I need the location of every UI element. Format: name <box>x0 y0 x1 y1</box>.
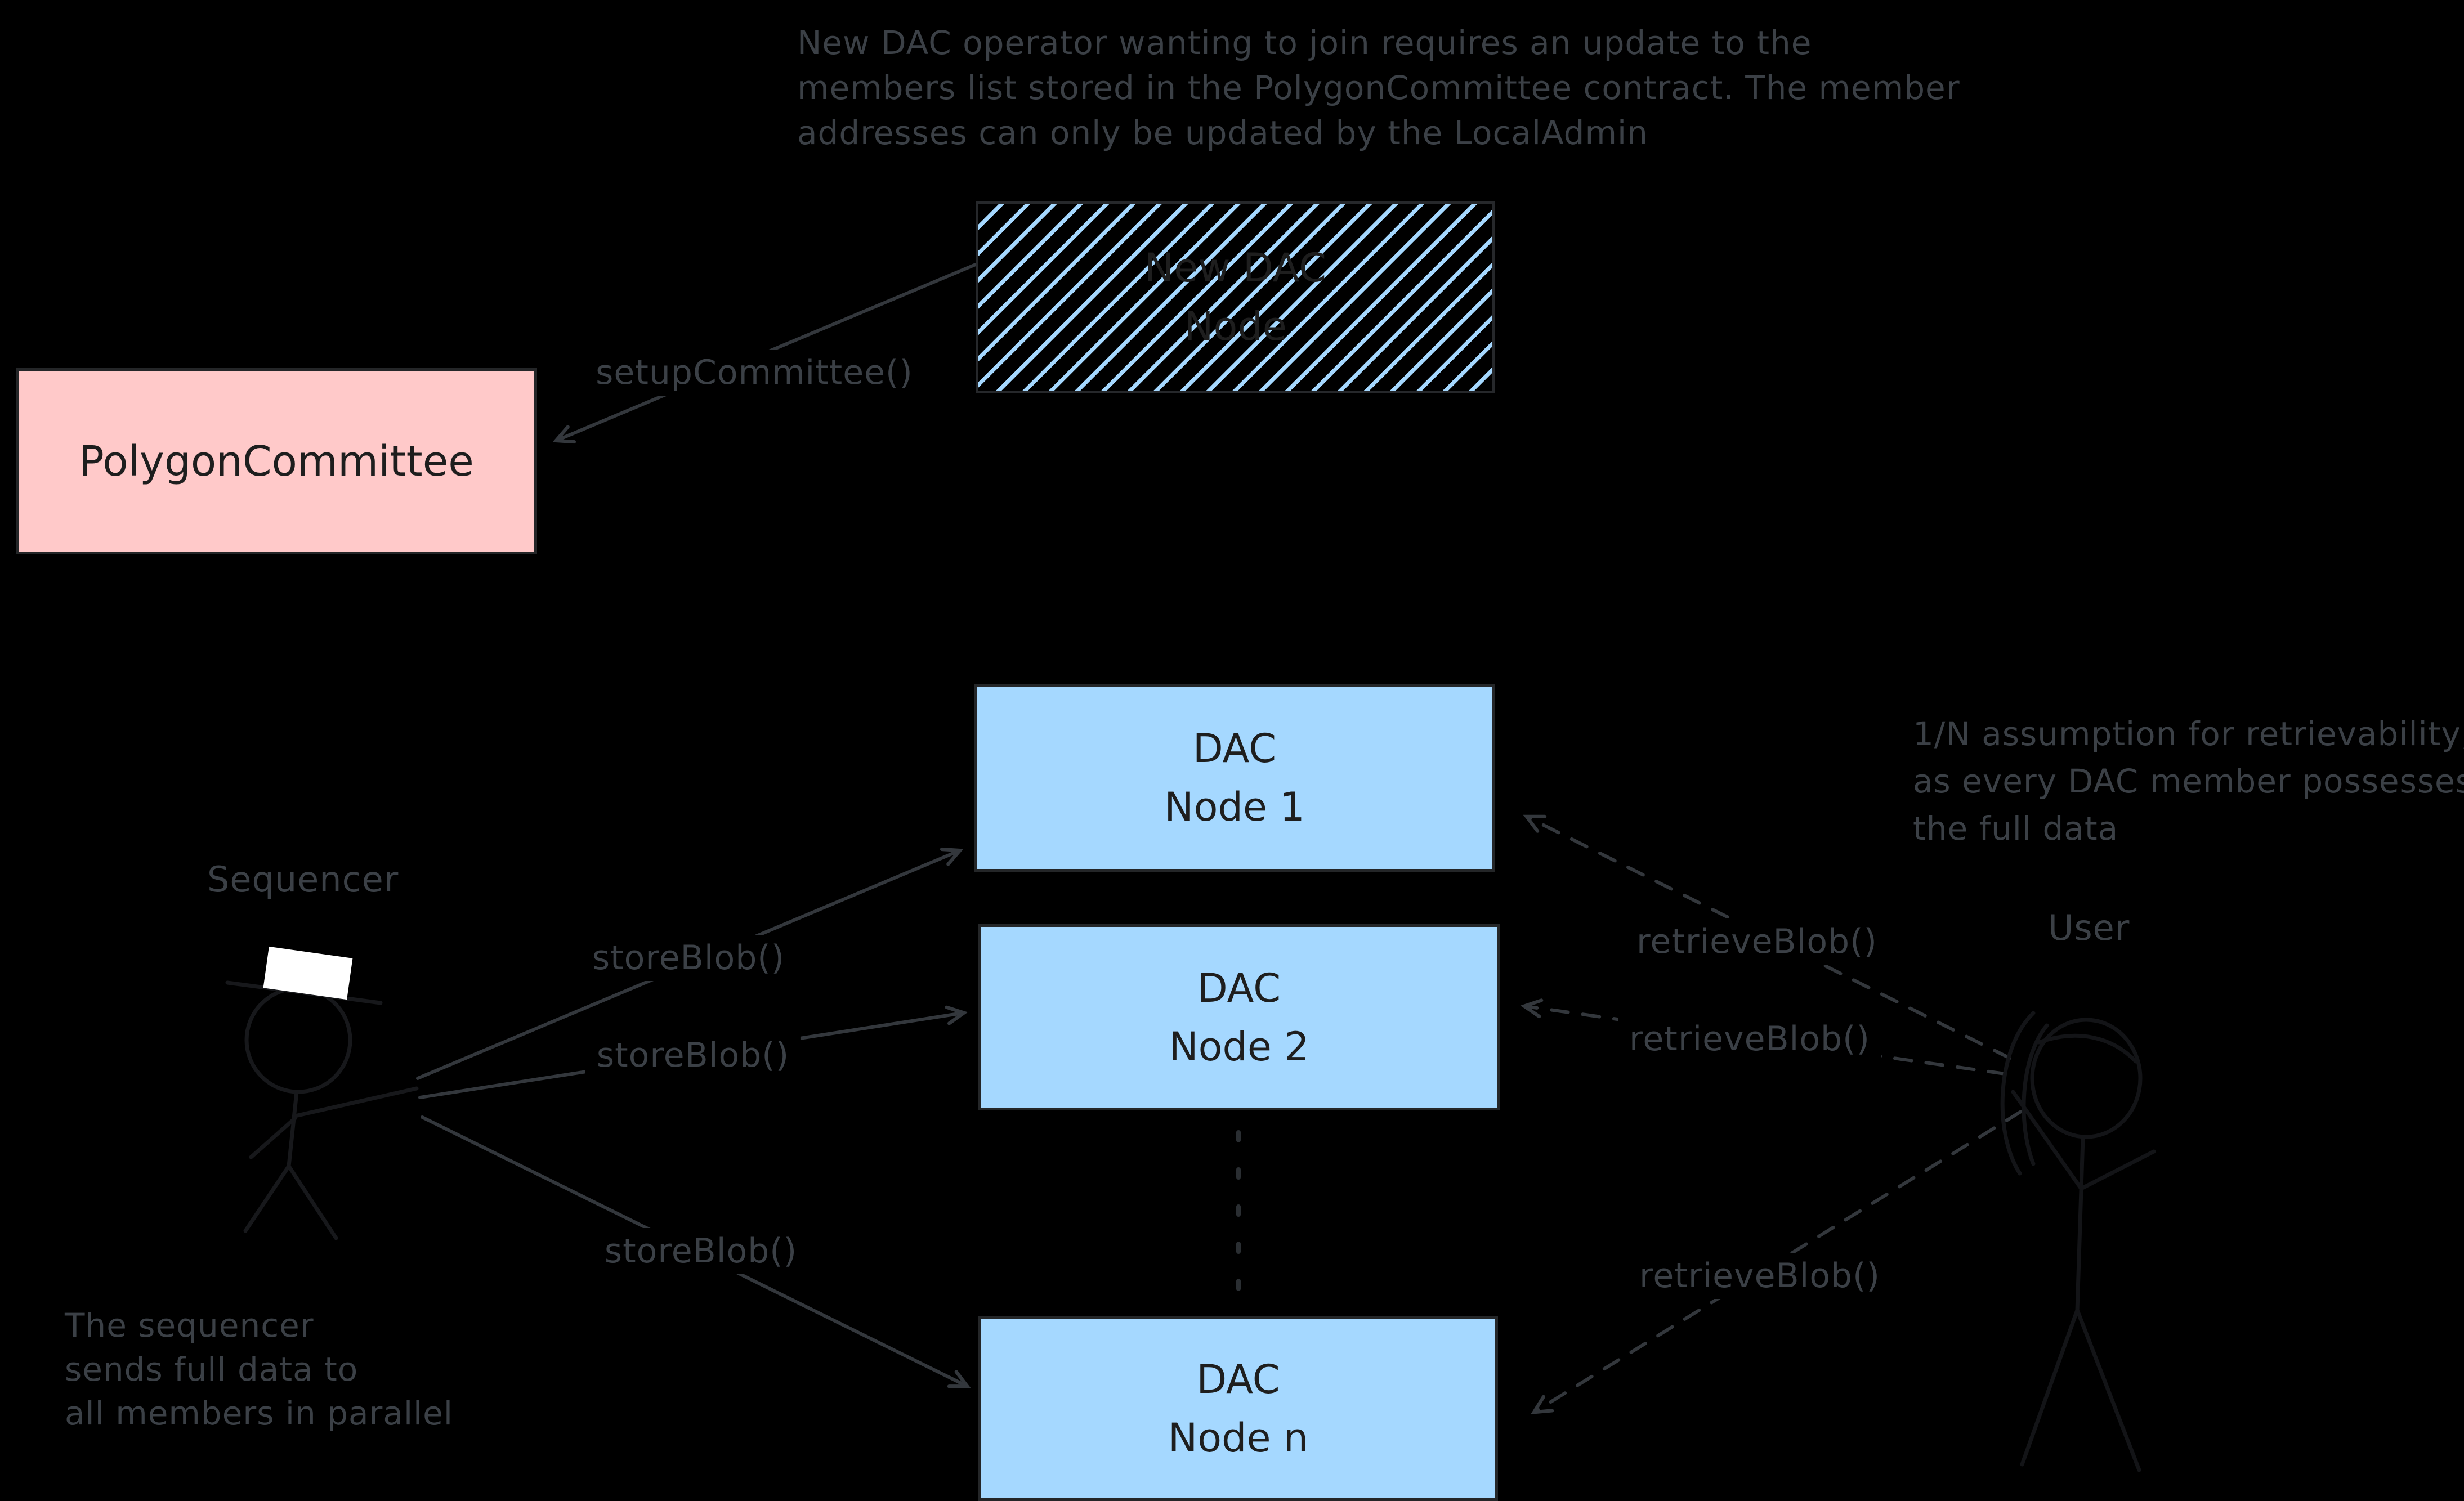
store-blob-label-2: storeBlob() <box>585 1032 801 1078</box>
store-blob-label-1: storeBlob() <box>580 935 797 981</box>
note-line: all members in parallel <box>65 1394 453 1432</box>
new-dac-node-box: New DAC Node <box>976 201 1495 393</box>
note-sequencer-parallel: The sequencer sends full data to all mem… <box>65 1303 453 1435</box>
user-label: User <box>2048 907 2130 948</box>
new-dac-node-label-line1: New DAC <box>1144 245 1327 291</box>
dac-node-1-label-line2: Node 1 <box>1164 784 1305 830</box>
retrieve-blob-label-2: retrieveBlob() <box>1618 1016 1881 1062</box>
sequencer-hat-icon <box>263 946 353 1000</box>
sequencer-label: Sequencer <box>207 859 399 900</box>
note-line: New DAC operator wanting to join require… <box>797 24 1812 62</box>
dac-node-2-label-line1: DAC <box>1197 965 1281 1011</box>
retrieve-blob-label-1: retrieveBlob() <box>1625 918 1889 965</box>
user-figure-icon <box>2000 1011 2156 1472</box>
note-retrievability-assumption: 1/N assumption for retrievability, as ev… <box>1913 710 2464 852</box>
note-line: 1/N assumption for retrievability, <box>1913 715 2464 753</box>
dac-node-2-label-line2: Node 2 <box>1169 1023 1309 1070</box>
dac-node-2-box: DAC Node 2 <box>978 924 1500 1110</box>
sequencer-figure-icon <box>225 980 419 1240</box>
setup-committee-label: setupCommittee() <box>584 350 924 396</box>
dac-node-n-label-line2: Node n <box>1168 1414 1309 1461</box>
note-line: members list stored in the PolygonCommit… <box>797 69 1960 107</box>
note-line: addresses can only be updated by the Loc… <box>797 114 1648 152</box>
polygon-committee-box: PolygonCommittee <box>16 368 537 554</box>
retrieve-blob-label-3: retrieveBlob() <box>1628 1253 1891 1299</box>
dac-node-n-label-line1: DAC <box>1196 1356 1280 1403</box>
dac-node-1-label-line1: DAC <box>1192 725 1277 772</box>
note-line: as every DAC member possesses <box>1913 762 2464 800</box>
note-line: The sequencer <box>65 1306 314 1345</box>
dac-node-n-box: DAC Node n <box>978 1316 1498 1501</box>
retrieve-blob-arrow-2 <box>1520 998 2007 1076</box>
polygon-committee-label: PolygonCommittee <box>79 437 474 486</box>
note-new-dac-operator: New DAC operator wanting to join require… <box>797 20 1960 155</box>
new-dac-node-label-line2: Node <box>1184 303 1287 350</box>
note-line: the full data <box>1913 809 2119 848</box>
note-line: sends full data to <box>65 1350 359 1388</box>
store-blob-label-3: storeBlob() <box>593 1228 809 1274</box>
dac-node-1-box: DAC Node 1 <box>974 684 1495 872</box>
